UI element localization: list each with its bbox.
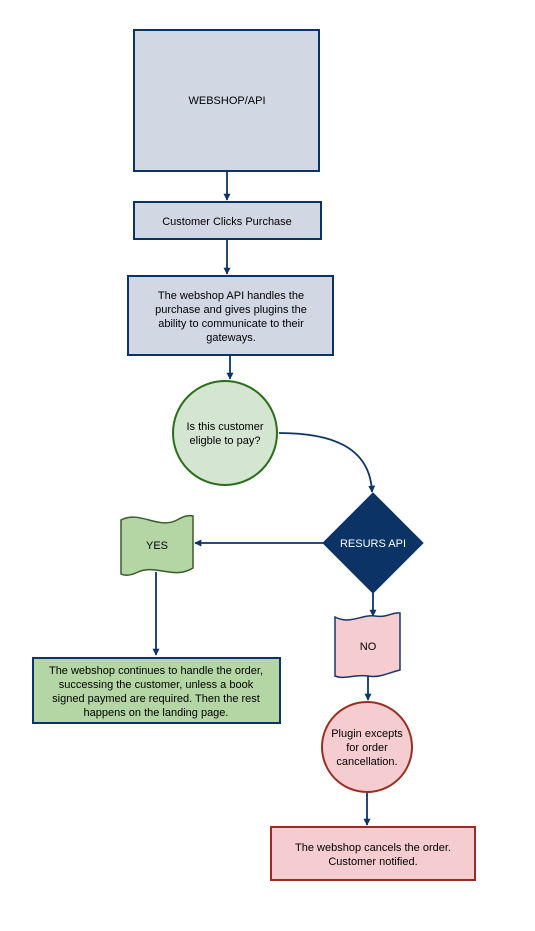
continue-order-line-3: signed paymed are required. Then the res… [52, 693, 260, 705]
api-handles-line-2: purchase and gives plugins the [155, 304, 307, 316]
customer-clicks-label: Customer Clicks Purchase [162, 216, 292, 228]
connectors [152, 171, 377, 826]
webshop-api-box [133, 29, 320, 172]
connector-eligible-to-resurs [278, 432, 376, 493]
node-cancel-order: The webshop cancels the order. Customer … [270, 826, 476, 881]
cancel-order-line-2: Customer notified. [328, 856, 417, 868]
api-handles-line-3: ability to communicate to their [158, 318, 304, 330]
node-api-handles: The webshop API handles the purchase and… [127, 275, 334, 356]
resurs-api-label: RESURS API [340, 538, 406, 550]
resurs-api-diamond [322, 492, 424, 594]
plugin-excepts-line-1: Plugin excepts [331, 728, 403, 740]
cancel-order-line-1: The webshop cancels the order. [295, 842, 451, 854]
node-customer-clicks: Customer Clicks Purchase [133, 201, 322, 240]
plugin-excepts-line-2: for order [346, 742, 388, 754]
continue-order-line-2: successing the customer, unless a book [59, 679, 254, 691]
node-continue-order: The webshop continues to handle the orde… [32, 657, 281, 724]
cancel-order-box [270, 826, 476, 881]
node-webshop-api: WEBSHOP/API [133, 29, 320, 172]
webshop-api-label: WEBSHOP/API [188, 95, 265, 107]
yes-label: YES [146, 540, 168, 552]
eligible-line-2: eligble to pay? [190, 435, 261, 447]
continue-order-line-1: The webshop continues to handle the orde… [49, 665, 263, 677]
continue-order-box [32, 657, 281, 724]
continue-order-line-4: happens on the landing page. [84, 707, 229, 719]
node-resurs-api: RESURS API [322, 492, 424, 594]
node-yes: YES [120, 514, 194, 577]
yes-tape-shape [120, 514, 194, 577]
customer-clicks-box [133, 201, 322, 240]
node-eligible: Is this customer eligble to pay? [172, 380, 278, 486]
no-label: NO [360, 641, 377, 653]
api-handles-box [127, 275, 334, 356]
plugin-excepts-line-3: cancellation. [336, 756, 397, 768]
eligible-line-1: Is this customer [186, 421, 263, 433]
plugin-excepts-circle [321, 701, 413, 793]
eligible-circle [172, 380, 278, 486]
node-no: NO [334, 612, 401, 679]
no-tape-shape [334, 612, 401, 679]
api-handles-line-4: gateways. [206, 332, 256, 344]
api-handles-line-1: The webshop API handles the [158, 290, 304, 302]
node-plugin-excepts: Plugin excepts for order cancellation. [321, 701, 413, 793]
